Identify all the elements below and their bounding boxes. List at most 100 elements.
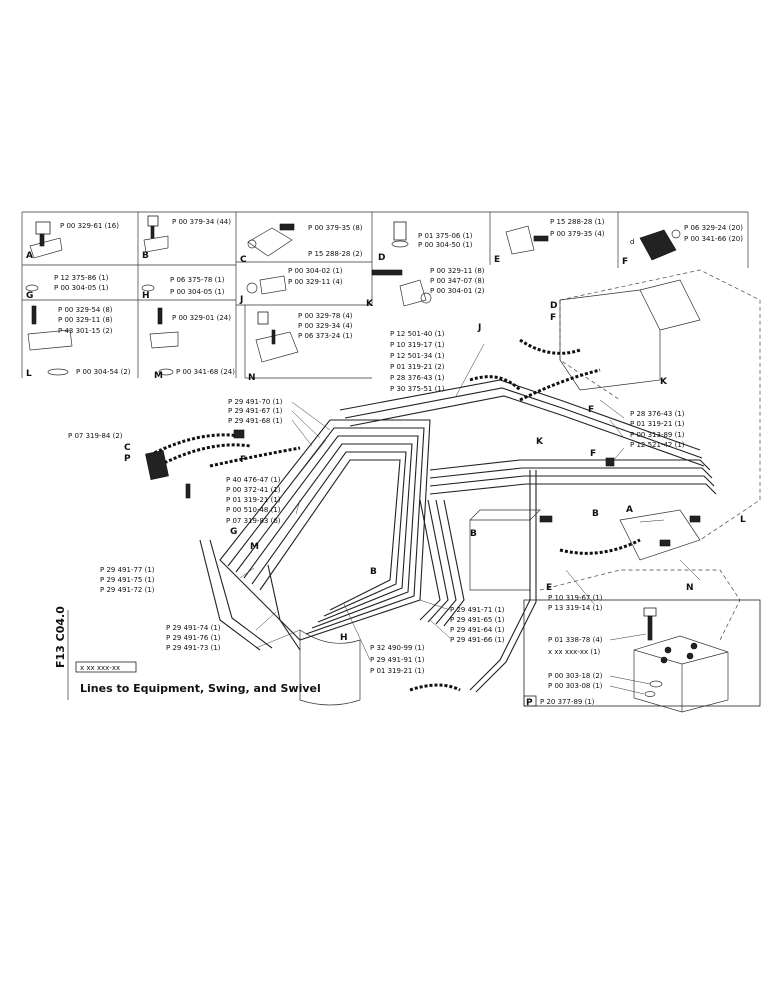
sheet-code: F13 C04.0: [54, 606, 67, 668]
callout-top-center-3: P 12 501-34 (1): [390, 352, 445, 360]
detail-panel-d: D P 01 375-06 (1) P 00 304-50 (1): [378, 221, 473, 263]
callout-center-4: P 00 510-48 (1): [226, 506, 281, 514]
panel-h-part-1: P 06 375-78 (1): [170, 276, 225, 284]
marker-j: J: [477, 323, 481, 333]
detail-panel-n: N P 00 329-78 (4) P 00 329-34 (4) P 06 3…: [248, 311, 353, 383]
marker-b-2: B: [470, 529, 477, 539]
callout-bottom-right-1: P 10 319-67 (1): [548, 594, 603, 602]
callout-mid-left-3: P 29 491-68 (1): [228, 417, 283, 425]
panel-l-part-4: P 00 304-54 (2): [76, 368, 131, 376]
marker-b-3: B: [592, 509, 599, 519]
inset-p-part-4: P 00 303-08 (1): [548, 682, 603, 690]
hose-lines: [145, 338, 701, 692]
title-block: F13 C04.0 x xx xxx-xx Lines to Equipment…: [54, 606, 321, 700]
panel-g-part-2: P 00 304-05 (1): [54, 284, 109, 292]
callouts-center-column: P 40 476-47 (1) P 00 372-41 (1) P 01 319…: [226, 476, 281, 525]
panel-e-part-2: P 00 379-35 (4): [550, 230, 605, 238]
callout-left-bottom-1: P 29 491-77 (1): [100, 566, 155, 574]
callouts-left-bottom: P 29 491-77 (1) P 29 491-75 (1) P 29 491…: [100, 566, 155, 594]
callouts-bottom-left: P 29 491-74 (1) P 29 491-76 (1) P 29 491…: [166, 624, 221, 652]
panel-l-part-1: P 00 329-54 (8): [58, 306, 113, 314]
panel-f-letter: F: [622, 257, 628, 267]
panel-d-part-1: P 01 375-06 (1): [418, 232, 473, 240]
machine-frame: [299, 269, 761, 706]
detail-panel-f: F d P 06 329-24 (20) P 00 341-66 (20): [622, 224, 743, 267]
panel-h-letter: H: [142, 291, 150, 301]
marker-b-1: B: [370, 567, 377, 577]
inset-p-part-3: P 00 303-18 (2): [548, 672, 603, 680]
panel-c-part-2: P 15 288-28 (2): [308, 250, 363, 258]
callout-top-center-4: P 01 319-21 (2): [390, 363, 445, 371]
panel-a-part-1: P 00 329-61 (16): [60, 222, 119, 230]
callout-center-2: P 00 372-41 (1): [226, 486, 281, 494]
marker-g: G: [230, 527, 237, 537]
callout-left-hose: P 07 319-84 (2): [68, 432, 123, 440]
panel-a-letter: A: [26, 251, 33, 261]
panel-n-letter: N: [248, 373, 256, 383]
panel-l-part-2: P 00 329-11 (8): [58, 316, 113, 324]
inset-p-letter: P: [526, 698, 533, 708]
callout-bottom-left-1: P 29 491-74 (1): [166, 624, 221, 632]
callouts-top-center: P 12 501-40 (1) P 10 319-17 (1) P 12 501…: [390, 330, 445, 393]
panel-d-part-2: P 00 304-50 (1): [418, 241, 473, 249]
panel-n-part-1: P 00 329-78 (4): [298, 312, 353, 320]
marker-d: D: [550, 301, 557, 311]
callout-bottom-right-2: P 13 319-14 (1): [548, 604, 603, 612]
callout-top-center-1: P 12 501-40 (1): [390, 330, 445, 338]
callout-left-bottom-2: P 29 491-75 (1): [100, 576, 155, 584]
callouts-bottom-right: P 10 319-67 (1) P 13 319-14 (1): [548, 594, 603, 612]
panel-b-part-1: P 00 379-34 (44): [172, 218, 231, 226]
panel-m-part-2: P 00 341-68 (24): [176, 368, 235, 376]
marker-e: E: [546, 583, 552, 593]
callouts-bottom-mid: P 29 491-71 (1) P 29 491-65 (1) P 29 491…: [450, 606, 505, 644]
callouts-right-column: P 28 376-43 (1) P 01 319-21 (1) P 00 313…: [630, 410, 685, 449]
panel-d-letter: D: [378, 253, 385, 263]
callout-bottom-mid-1: P 29 491-71 (1): [450, 606, 505, 614]
callout-right-2: P 01 319-21 (1): [630, 420, 685, 428]
panel-g-part-1: P 12 375-86 (1): [54, 274, 109, 282]
panel-k-part-2: P 00 347-07 (8): [430, 277, 485, 285]
panel-c-letter: C: [240, 255, 247, 265]
drawing-title: Lines to Equipment, Swing, and Swivel: [80, 682, 321, 695]
callout-left-bottom-3: P 29 491-72 (1): [100, 586, 155, 594]
panel-k-part-1: P 00 329-11 (8): [430, 267, 485, 275]
panel-k-letter: K: [366, 299, 374, 309]
callout-bottom-mid-4: P 29 491-66 (1): [450, 636, 505, 644]
callout-center-1: P 40 476-47 (1): [226, 476, 281, 484]
callouts-mid-left: P 29 491-70 (1) P 29 491-67 (1) P 29 491…: [228, 398, 283, 425]
panel-j-part-2: P 00 329-11 (4): [288, 278, 343, 286]
panel-n-part-2: P 00 329-34 (4): [298, 322, 353, 330]
panel-b-letter: B: [142, 251, 149, 261]
inset-p-part-2: x xx xxx-xx (1): [548, 648, 601, 656]
marker-h: H: [340, 633, 348, 643]
detail-panel-e: E P 15 288-28 (1) P 00 379-35 (4): [494, 218, 605, 265]
callout-center-5: P 07 319-83 (6): [226, 517, 281, 525]
marker-f-2: F: [550, 313, 556, 323]
callout-bottom-center-1: P 32 490-99 (1): [370, 644, 425, 652]
callout-top-center-2: P 10 319-17 (1): [390, 341, 445, 349]
inset-p-part-1: P 01 338-78 (4): [548, 636, 603, 644]
reference-code: x xx xxx-xx: [80, 664, 120, 672]
detail-panel-k: K P 00 329-11 (8) P 00 347-07 (8) P 00 3…: [366, 267, 485, 309]
marker-f-1: F: [240, 455, 246, 465]
marker-f-4: F: [590, 449, 596, 459]
detail-panel-m: M P 00 329-01 (24) P 00 341-68 (24): [149, 307, 235, 381]
panel-f-part-1: P 06 329-24 (20): [684, 224, 743, 232]
callout-right-1: P 28 376-43 (1): [630, 410, 685, 418]
panel-f-sub: d: [630, 238, 634, 246]
callout-bottom-mid-3: P 29 491-64 (1): [450, 626, 505, 634]
leader-lines: [239, 343, 701, 661]
panel-g-letter: G: [26, 291, 33, 301]
callout-center-3: P 01 319-21 (1): [226, 496, 281, 504]
detail-panel-h: H P 06 375-78 (1) P 00 304-05 (1): [141, 276, 225, 301]
panel-f-part-2: P 00 341-66 (20): [684, 235, 743, 243]
panel-m-letter: M: [154, 371, 163, 381]
panel-n-part-3: P 06 373-24 (1): [298, 332, 353, 340]
callout-bottom-mid-2: P 29 491-65 (1): [450, 616, 505, 624]
marker-k-2: K: [536, 437, 544, 447]
detail-panel-g: G P 12 375-86 (1) P 00 304-05 (1): [25, 274, 109, 301]
callout-top-center-6: P 30 375-51 (1): [390, 385, 445, 393]
pipe-bundle: [199, 379, 717, 693]
marker-p: P: [124, 454, 131, 464]
